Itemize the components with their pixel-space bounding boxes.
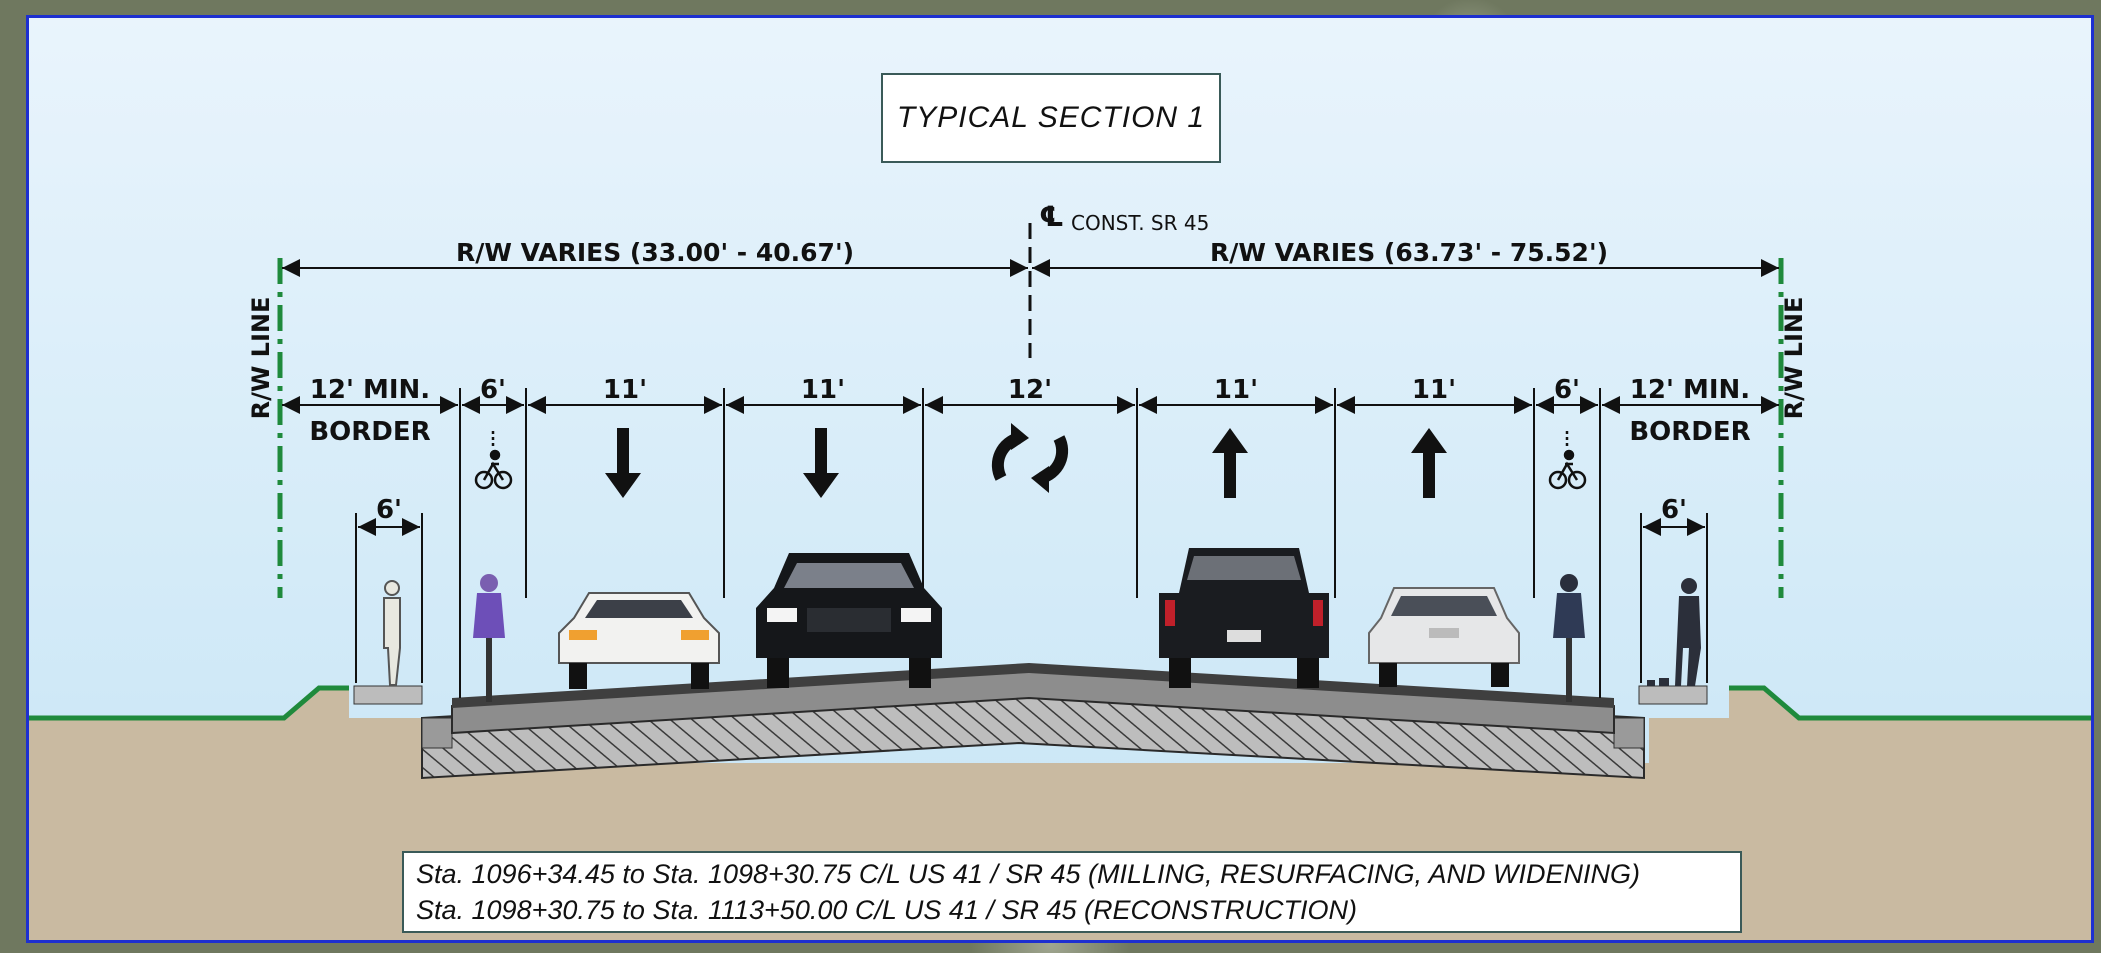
- car-silver-rear: [1368, 587, 1520, 687]
- arrow-up-icon: [1411, 428, 1447, 498]
- car-white-front: [558, 592, 720, 689]
- truck-black-rear: [1159, 548, 1329, 688]
- truck-black-front: [756, 553, 942, 688]
- segment-sub-label: BORDER: [309, 417, 430, 447]
- station-note: Sta. 1096+34.45 to Sta. 1098+30.75 C/L U…: [416, 859, 1641, 889]
- two-way-turn-icon: [991, 423, 1069, 493]
- curb-left: [421, 717, 453, 749]
- rw-line-label-right: R/W LINE: [1780, 297, 1808, 420]
- rw-varies-right: R/W VARIES (63.73' - 75.52'): [1210, 238, 1608, 267]
- segment-sub-label: BORDER: [1629, 417, 1750, 447]
- sidewalk-right-slab: [1638, 685, 1708, 705]
- grass-right: [1729, 685, 2091, 721]
- segment-width-label: 11': [603, 375, 647, 405]
- sidewalk-left-slab: [353, 685, 423, 705]
- segment-width-label: 12' MIN.: [310, 375, 430, 405]
- curb-right: [1613, 717, 1645, 749]
- segment-width-label: 12' MIN.: [1630, 375, 1750, 405]
- bicycle-icon: [1548, 431, 1587, 490]
- station-notes: Sta. 1096+34.45 to Sta. 1098+30.75 C/L U…: [402, 851, 1742, 933]
- sidewalk-width-left: 6': [376, 495, 402, 525]
- arrow-down-icon: [605, 428, 641, 498]
- segment-width-label: 11': [801, 375, 845, 405]
- sidewalk-dims: [355, 513, 1708, 683]
- direction-arrows: [605, 428, 1447, 498]
- station-note: Sta. 1098+30.75 to Sta. 1113+50.00 C/L U…: [416, 895, 1357, 925]
- pedestrian-right: [1647, 578, 1701, 686]
- segment-width-label: 6': [1554, 375, 1580, 405]
- bicycle-icon: [474, 431, 513, 490]
- cyclist-left: [473, 574, 505, 702]
- pedestrian-left: [383, 580, 401, 686]
- cyclist-right: [1553, 574, 1585, 702]
- section-panel: ℄ CONST. SR 45 R/W VARIES (33.00' - 40.6…: [26, 15, 2094, 943]
- centerline-label: CONST. SR 45: [1071, 211, 1209, 235]
- segment-width-label: 11': [1214, 375, 1258, 405]
- segment-width-label: 11': [1412, 375, 1456, 405]
- section-title: TYPICAL SECTION 1: [881, 73, 1221, 163]
- sidewalk-width-right: 6': [1661, 495, 1687, 525]
- segment-width-label: 12': [1008, 375, 1052, 405]
- rw-varies-left: R/W VARIES (33.00' - 40.67'): [456, 238, 854, 267]
- segment-width-label: 6': [480, 375, 506, 405]
- arrow-up-icon: [1212, 428, 1248, 498]
- lane-ticks: [459, 388, 1601, 698]
- arrow-down-icon: [803, 428, 839, 498]
- centerline-symbol: ℄: [1039, 200, 1064, 233]
- grass-left: [29, 685, 349, 721]
- rw-line-label-left: R/W LINE: [247, 297, 275, 420]
